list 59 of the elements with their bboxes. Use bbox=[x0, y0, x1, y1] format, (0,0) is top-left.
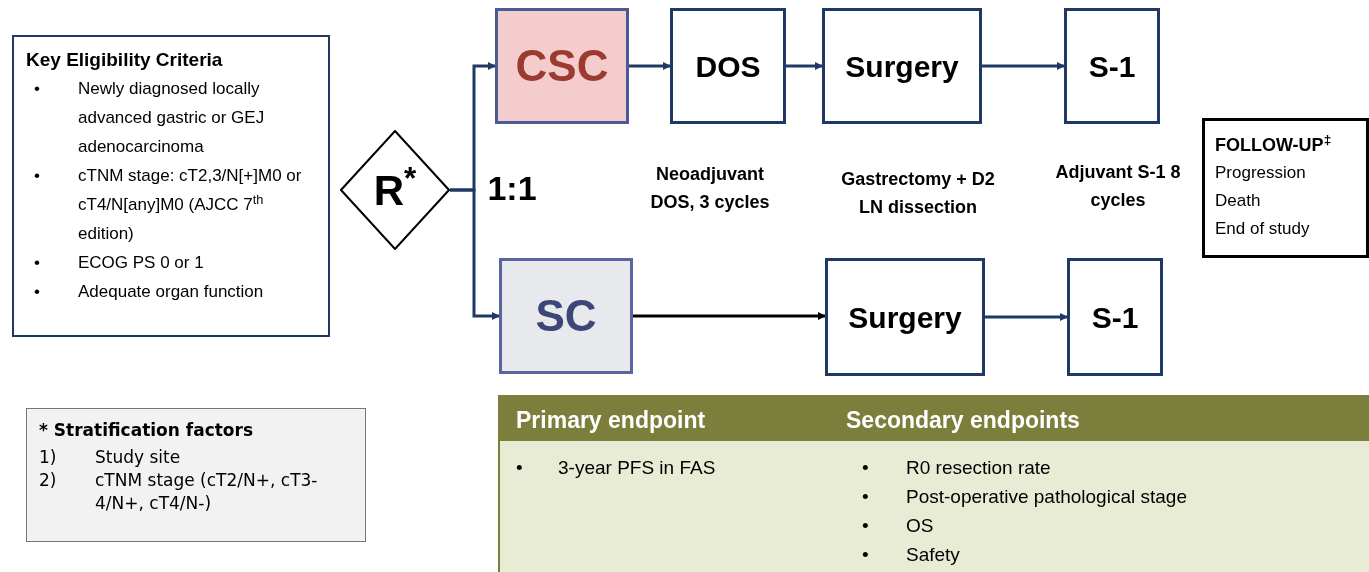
list-number: 2) bbox=[39, 469, 58, 492]
step-box bbox=[1067, 258, 1163, 376]
arrow bbox=[633, 312, 826, 320]
box-heading: Key Eligibility Criteria bbox=[26, 48, 224, 72]
step-description: Neoadjuvant DOS, 3 cycles bbox=[649, 163, 771, 214]
panel-heading: Primary endpoint bbox=[516, 406, 706, 435]
panel-heading: Secondary endpoints bbox=[846, 406, 1080, 435]
box-label: DOS bbox=[695, 48, 761, 85]
endpoint-text: 3-year PFS in FAS bbox=[558, 456, 716, 480]
factor-text: Study site bbox=[95, 446, 182, 469]
box-label: CSC bbox=[515, 40, 609, 92]
bullet-mark: • bbox=[862, 514, 870, 538]
list-number: 1) bbox=[39, 446, 58, 469]
box-label: S-1 bbox=[1088, 48, 1136, 85]
criterion-text: ECOG PS 0 or 1 bbox=[78, 252, 205, 274]
step-box bbox=[825, 258, 985, 376]
bullet-mark: • bbox=[516, 456, 524, 480]
endpoint-text: OS bbox=[906, 514, 935, 538]
arm-box bbox=[495, 8, 629, 124]
bullet-mark: • bbox=[34, 165, 41, 187]
box-label: SC bbox=[535, 290, 597, 342]
box-heading: FOLLOW-UP$^{‡}$ bbox=[1215, 131, 1333, 157]
follow-up-item: Progression bbox=[1215, 162, 1307, 184]
bullet-mark: • bbox=[862, 543, 870, 567]
randomization-diamond bbox=[340, 130, 450, 250]
step-description: Adjuvant S-1 8 cycles bbox=[1054, 161, 1182, 212]
endpoint-text: Post-operative pathological stage bbox=[906, 485, 1187, 509]
randomization-label: R$^{*}$ bbox=[373, 158, 417, 216]
arrow bbox=[629, 62, 671, 70]
bullet-mark: • bbox=[34, 281, 41, 303]
bullet-mark: • bbox=[862, 456, 870, 480]
step-box bbox=[670, 8, 786, 124]
follow-up-item: Death bbox=[1215, 190, 1262, 212]
stratification-box bbox=[26, 408, 366, 542]
step-description: Gastrectomy + D2 LN dissection bbox=[840, 168, 996, 219]
bullet-mark: • bbox=[34, 252, 41, 274]
endpoint-text: Safety bbox=[906, 543, 961, 567]
bullet-mark: • bbox=[862, 485, 870, 509]
box-label: Surgery bbox=[848, 299, 962, 336]
arrow bbox=[450, 188, 500, 320]
arm-box bbox=[499, 258, 633, 374]
ratio-label: 1:1 bbox=[486, 174, 538, 202]
arrow bbox=[985, 313, 1068, 321]
criterion-text: cTNM stage: cT2,3/N[+]M0 or cT4/N[any]M0 (AJCC 7$^{th}$ edition) bbox=[78, 165, 303, 245]
follow-up-item: End of study bbox=[1215, 218, 1311, 240]
arrow bbox=[982, 62, 1065, 70]
step-box bbox=[1064, 8, 1160, 124]
box-label: S-1 bbox=[1091, 299, 1139, 336]
endpoints-panel bbox=[498, 395, 1369, 572]
criterion-text: Adequate organ function bbox=[78, 281, 265, 303]
endpoint-text: R0 resection rate bbox=[906, 456, 1052, 480]
arrow bbox=[786, 62, 823, 70]
bullet-mark: • bbox=[34, 78, 41, 100]
box-label: Surgery bbox=[845, 48, 959, 85]
box-heading: * Stratification factors bbox=[39, 419, 255, 442]
follow-up-box bbox=[1202, 118, 1369, 258]
factor-text: cTNM stage (cT2/N+, cT3-4/N+, cT4/N-) bbox=[95, 469, 319, 515]
step-box bbox=[822, 8, 982, 124]
criteria-box bbox=[12, 35, 330, 337]
